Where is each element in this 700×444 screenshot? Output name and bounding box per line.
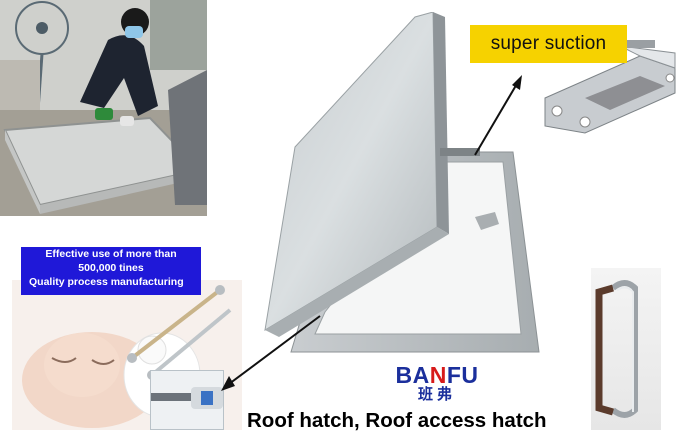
product-caption: Roof hatch, Roof access hatch	[247, 409, 547, 432]
brand-name-chinese: 班弗	[417, 386, 456, 403]
super-suction-label: super suction	[470, 25, 627, 63]
handle-photo	[591, 268, 661, 430]
roof-hatch-illustration	[264, 12, 540, 353]
brand-name: BANFU	[395, 362, 479, 388]
arrow-to-gas-spring	[221, 315, 321, 391]
quality-line-3: Quality process manufacturing	[29, 276, 184, 288]
arrow-to-magnet	[474, 75, 522, 156]
quality-line-1: Effective use of more than	[45, 248, 177, 260]
magnet-latch-photo	[544, 40, 676, 134]
workshop-photo	[0, 0, 207, 216]
brand-logo: BANFU 班弗	[387, 363, 487, 404]
quality-line-2: 500,000 tines	[78, 262, 144, 274]
quality-info-box: Effective use of more than 500,000 tines…	[21, 247, 201, 295]
gas-spring-zoom-photo	[150, 370, 224, 430]
